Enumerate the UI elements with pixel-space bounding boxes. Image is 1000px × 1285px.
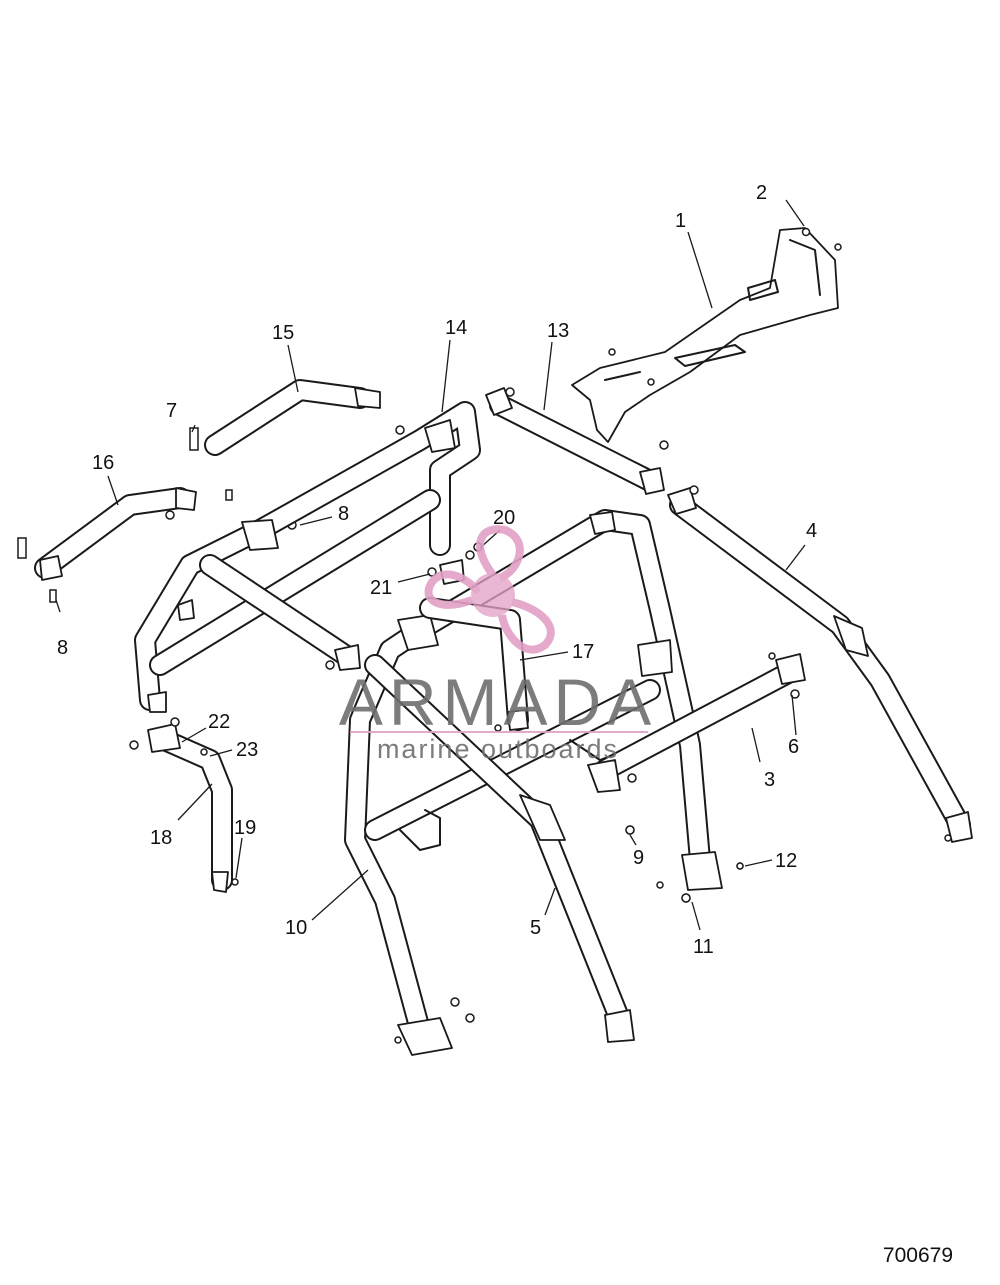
callout-8b: 8 xyxy=(57,637,68,659)
callouts: 1 2 3 4 5 6 7 8 8 9 10 11 12 13 14 15 16… xyxy=(57,182,817,958)
callout-14: 14 xyxy=(445,317,467,339)
propeller-logo xyxy=(424,525,555,654)
watermark: ARMADA marine outboards xyxy=(339,525,657,764)
callout-3: 3 xyxy=(764,769,775,791)
callout-19: 19 xyxy=(234,817,256,839)
callout-21: 21 xyxy=(370,577,392,599)
part-10-main-frame xyxy=(344,509,744,1056)
part-4-rear-frame-tube xyxy=(667,485,973,843)
part-3-crossbar xyxy=(587,653,806,835)
callout-6: 6 xyxy=(788,736,799,758)
part-11-bolt xyxy=(681,893,691,903)
reference-number: 700679 xyxy=(883,1244,953,1267)
part-1-rear-panel xyxy=(571,227,842,443)
part-17-inner-brace xyxy=(419,597,529,732)
callout-22: 22 xyxy=(208,711,230,733)
callout-11: 11 xyxy=(693,936,714,958)
callout-18: 18 xyxy=(150,827,172,849)
callout-17: 17 xyxy=(572,641,594,663)
part-14-front-hoop xyxy=(134,401,481,713)
callout-8a: 8 xyxy=(338,503,349,525)
callout-23: 23 xyxy=(236,739,258,761)
callout-16: 16 xyxy=(92,452,114,474)
part-6-nuts xyxy=(768,652,800,699)
callout-1: 1 xyxy=(675,210,686,232)
callout-13: 13 xyxy=(547,320,569,342)
callout-12: 12 xyxy=(775,850,797,872)
part-16-side-bar xyxy=(34,487,197,581)
callout-10: 10 xyxy=(285,917,307,939)
part-2-screw xyxy=(801,227,811,237)
callout-7: 7 xyxy=(166,400,177,422)
callout-15: 15 xyxy=(272,322,294,344)
callout-20: 20 xyxy=(493,507,515,529)
part-13-crossbar xyxy=(485,387,669,495)
part-12-nut xyxy=(736,862,744,870)
callout-9: 9 xyxy=(633,847,644,869)
part-15-upper-bar xyxy=(204,379,381,456)
callout-2: 2 xyxy=(756,182,767,204)
part-5-front-pillar xyxy=(364,654,635,1043)
part-9-nut xyxy=(625,825,635,835)
callout-5: 5 xyxy=(530,917,541,939)
watermark-brand: ARMADA xyxy=(339,665,657,739)
watermark-tagline: marine outboards xyxy=(377,734,619,764)
part-18-brace xyxy=(129,717,239,893)
callout-4: 4 xyxy=(806,520,817,542)
